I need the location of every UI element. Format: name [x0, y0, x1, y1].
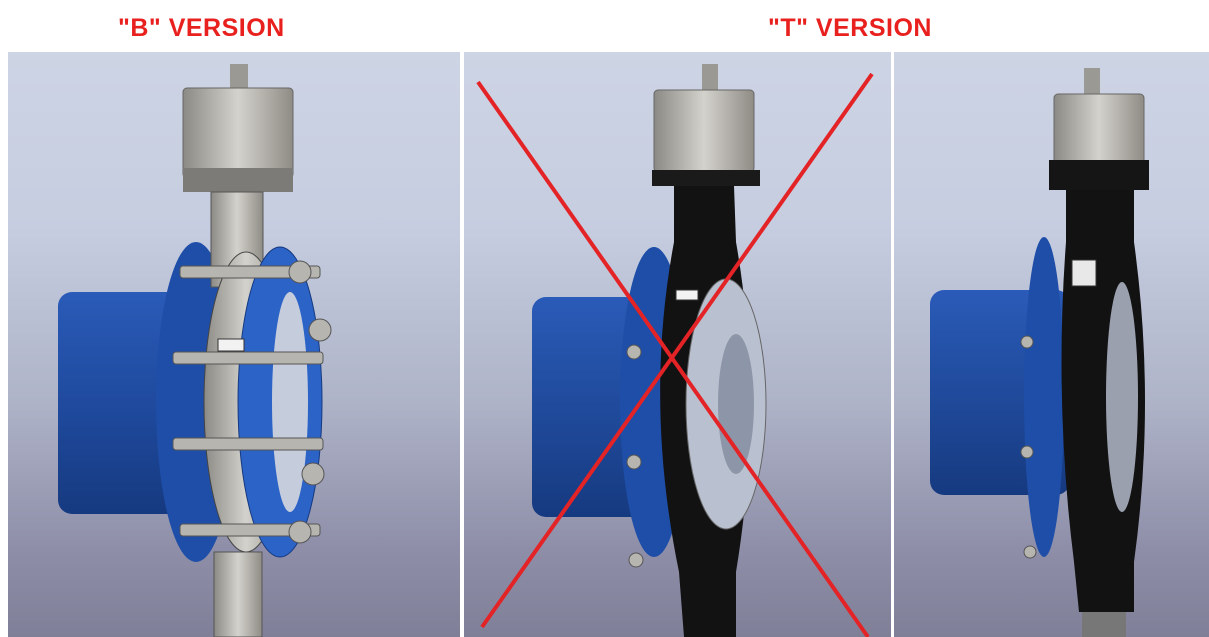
actuator-mount — [182, 87, 294, 179]
b-version-label: "B" VERSION — [118, 14, 285, 42]
valve-foot — [213, 551, 263, 637]
t-version-crossed-illustration — [476, 64, 874, 637]
t-version-side-illustration — [930, 68, 1149, 637]
bore — [1106, 282, 1138, 512]
mount-plate — [183, 168, 293, 192]
bore — [272, 292, 308, 512]
flange-back — [1024, 237, 1064, 557]
nameplate — [1071, 259, 1097, 287]
b-version-render — [8, 52, 460, 637]
actuator-mount — [1053, 93, 1145, 165]
disc-hub — [718, 334, 754, 474]
t-version-front-render — [464, 52, 891, 637]
nameplate — [675, 289, 699, 301]
actuator-mount — [653, 89, 755, 173]
mount-plate — [1049, 160, 1149, 190]
t-version-label: "T" VERSION — [768, 14, 932, 42]
valve-foot — [1082, 612, 1126, 637]
t-version-side-render — [894, 52, 1209, 637]
cross-line-2 — [480, 72, 874, 629]
nameplate — [217, 338, 245, 352]
mount-plate — [652, 170, 760, 186]
b-version-valve-illustration — [58, 64, 332, 637]
